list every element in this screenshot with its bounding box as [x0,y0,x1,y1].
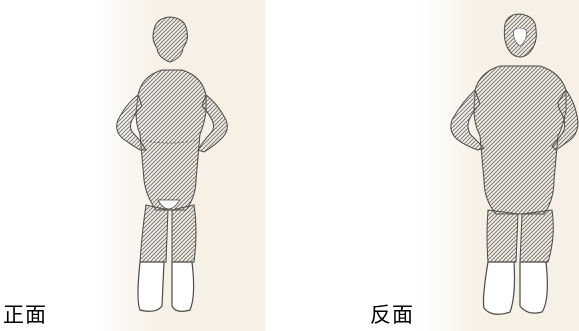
front-left-arm [116,94,147,151]
back-figure-body [450,13,579,263]
back-right-boot [519,261,548,314]
front-right-arm [197,94,228,153]
back-left-arm [450,89,485,151]
back-head-highlight [513,27,527,47]
front-left-boot [137,261,165,312]
front-right-leg [171,204,197,263]
back-right-leg [519,209,554,263]
back-view-label: 反面 [370,303,414,327]
front-crotch-highlight [157,199,181,210]
back-left-boot [482,261,516,315]
back-boots [482,261,548,315]
front-view-label: 正面 [3,303,47,327]
front-waist-line [141,139,199,144]
front-right-boot [171,261,195,312]
back-torso [473,65,567,215]
front-head [152,16,188,63]
back-right-arm [551,89,579,151]
front-boots [137,261,195,312]
front-figure-body [116,16,228,263]
front-torso [135,69,207,211]
back-left-leg [486,209,519,263]
